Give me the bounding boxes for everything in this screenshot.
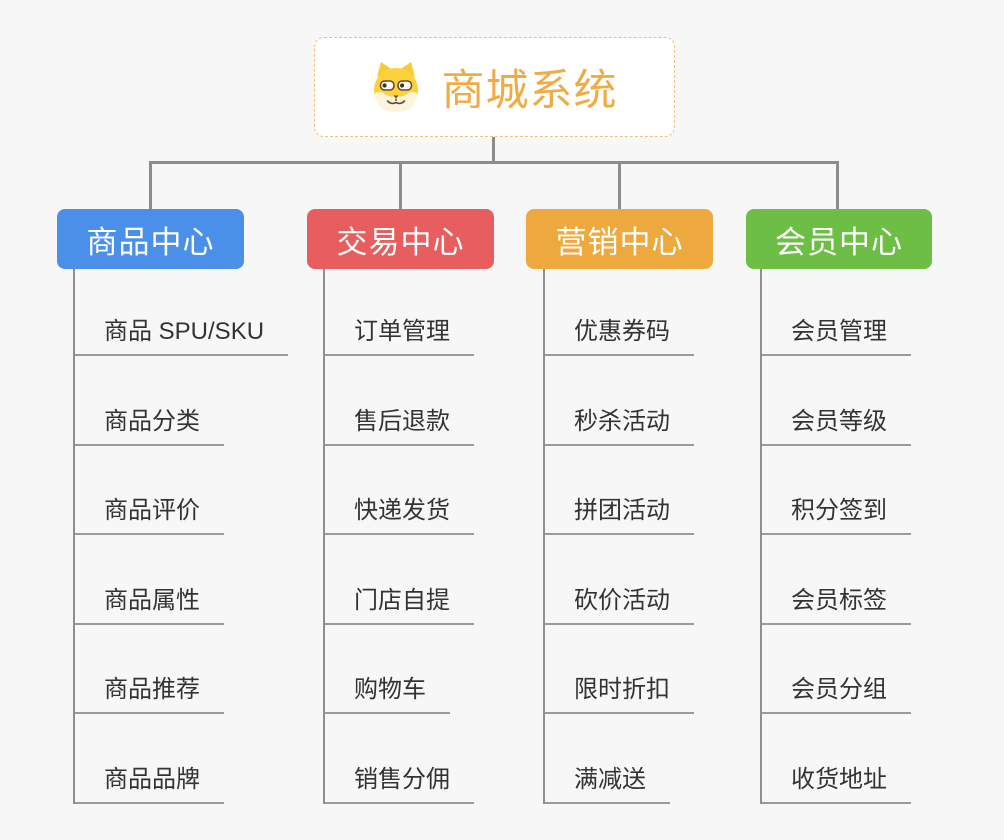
leaf-node[interactable]: 会员管理 bbox=[762, 318, 911, 356]
trade-center-items: 订单管理 售后退款 快递发货 门店自提 购物车 销售分佣 bbox=[323, 269, 474, 804]
leaf-node[interactable]: 砍价活动 bbox=[545, 587, 694, 625]
branch-label: 营销中心 bbox=[555, 224, 684, 260]
leaf-node[interactable]: 满减送 bbox=[545, 766, 670, 804]
leaf-node[interactable]: 销售分佣 bbox=[325, 766, 474, 804]
root-node[interactable]: 商城系统 bbox=[314, 37, 675, 137]
branch-label: 会员中心 bbox=[775, 224, 903, 260]
branch-label: 商品中心 bbox=[86, 224, 215, 260]
leaf-node[interactable]: 订单管理 bbox=[325, 318, 474, 356]
leaf-node[interactable]: 商品 SPU/SKU bbox=[75, 318, 289, 356]
leaf-node[interactable]: 限时折扣 bbox=[545, 676, 694, 714]
leaf-node[interactable]: 会员标签 bbox=[762, 587, 911, 625]
leaf-node[interactable]: 秒杀活动 bbox=[545, 408, 694, 446]
leaf-node[interactable]: 商品推荐 bbox=[75, 676, 224, 714]
root-stem-connector bbox=[492, 137, 495, 163]
leaf-node[interactable]: 优惠券码 bbox=[545, 318, 694, 356]
leaf-node[interactable]: 商品分类 bbox=[75, 408, 224, 446]
root-title: 商城系统 bbox=[441, 67, 618, 115]
leaf-node[interactable]: 积分签到 bbox=[762, 497, 911, 535]
leaf-node[interactable]: 门店自提 bbox=[325, 587, 474, 625]
leaf-node[interactable]: 商品属性 bbox=[75, 587, 224, 625]
leaf-node[interactable]: 会员分组 bbox=[762, 676, 911, 714]
product-center-items: 商品 SPU/SKU 商品分类 商品评价 商品属性 商品推荐 商品品牌 bbox=[73, 269, 289, 804]
branch-drop-connector-2 bbox=[399, 161, 402, 209]
horizontal-connector bbox=[149, 161, 839, 164]
leaf-node[interactable]: 会员等级 bbox=[762, 408, 911, 446]
leaf-node[interactable]: 商品品牌 bbox=[75, 766, 224, 804]
member-center-items: 会员管理 会员等级 积分签到 会员标签 会员分组 收货地址 bbox=[760, 269, 911, 804]
leaf-node[interactable]: 快递发货 bbox=[325, 497, 474, 535]
branch-drop-connector-1 bbox=[149, 161, 152, 209]
dog-icon bbox=[373, 62, 418, 113]
branch-drop-connector-4 bbox=[836, 161, 839, 209]
branch-label: 交易中心 bbox=[336, 224, 465, 260]
branch-drop-connector-3 bbox=[618, 161, 621, 209]
branch-node-trade-center[interactable]: 交易中心 bbox=[307, 209, 494, 269]
leaf-node[interactable]: 售后退款 bbox=[325, 408, 474, 446]
leaf-node[interactable]: 购物车 bbox=[325, 676, 450, 714]
leaf-node[interactable]: 拼团活动 bbox=[545, 497, 694, 535]
branch-node-member-center[interactable]: 会员中心 bbox=[746, 209, 932, 269]
leaf-node[interactable]: 收货地址 bbox=[762, 766, 911, 804]
leaf-node[interactable]: 商品评价 bbox=[75, 497, 224, 535]
branch-node-marketing-center[interactable]: 营销中心 bbox=[526, 209, 713, 269]
marketing-center-items: 优惠券码 秒杀活动 拼团活动 砍价活动 限时折扣 满减送 bbox=[543, 269, 694, 804]
branch-node-product-center[interactable]: 商品中心 bbox=[57, 209, 244, 269]
